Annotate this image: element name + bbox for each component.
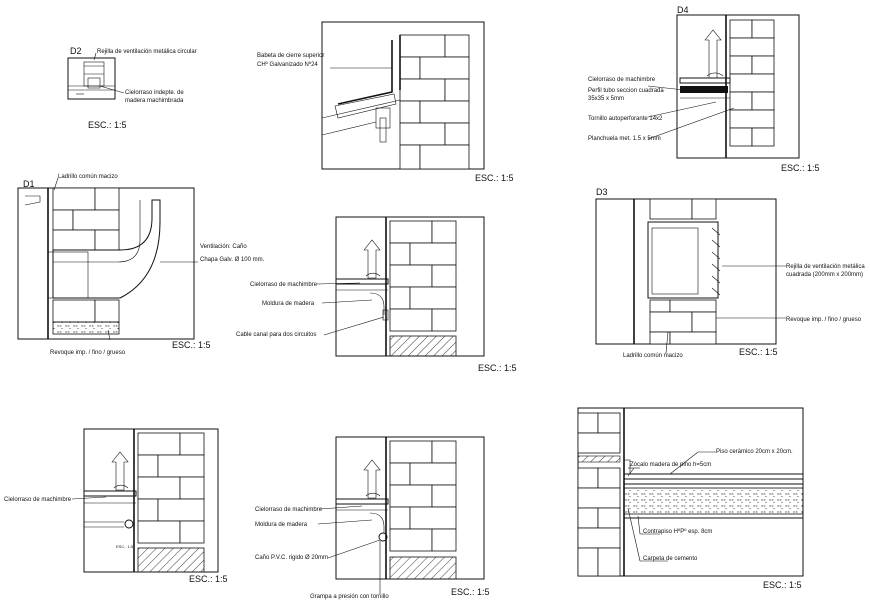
scale-label: ESC.: 1:5 [475, 173, 514, 183]
annotation: Revoque imp. / fino / grueso [50, 350, 126, 356]
annotation: Moldura de madera [262, 301, 315, 307]
detail-middle-center: Cielorraso de machimbre Moldura de mader… [236, 216, 517, 373]
brick-wall [577, 412, 621, 577]
scale-label: ESC.: 1:5 [763, 580, 802, 590]
brick-wall [389, 220, 457, 332]
brick-wall [52, 187, 120, 323]
annotation: Piso cerámico 20cm x 20cm. [716, 449, 793, 455]
annotation: Ladrillo común macizo [623, 353, 683, 359]
annotation: Babeta de cierre superior [257, 53, 324, 59]
annotation: cuadrada (200mm x 200mm) [786, 272, 863, 278]
annotation: Chapa Galv. Ø 100 mm. [200, 257, 265, 263]
annotation: Rejilla de ventilación metálica circular [97, 49, 197, 55]
brick-wall [389, 440, 457, 552]
annotation: Zócalo madera de pino h=5cm [630, 462, 711, 468]
detail-d2: D2 Rejilla de ventilación metálica circu… [67, 46, 197, 130]
annotation: 35x35 x 5mm [588, 96, 624, 102]
detail-top-center: Babeta de cierre superior CHº Galvanizad… [257, 21, 514, 183]
annotation: Grampa a presión con tornillo [310, 594, 389, 600]
scale-label: ESC.: 1:5 [478, 363, 517, 373]
detail-bottom-right: Piso cerámico 20cm x 20cm. Zócalo madera… [577, 407, 804, 590]
annotation: Ventilación: Caño [200, 244, 247, 250]
detail-id: D2 [70, 46, 82, 56]
annotation: Caño P.V.C. rigido Ø 20mm [255, 555, 328, 561]
brick-wall [399, 34, 470, 170]
detail-d1: D1 Ladrillo común macizo Ventilación: Ca… [17, 174, 265, 356]
annotation: Revoque imp. / fino / grueso [786, 317, 862, 323]
detail-bottom-left: Cielorraso de machimbre ESC.: 1:5 ESC.: … [4, 428, 228, 584]
brick-wall [649, 198, 717, 345]
annotation: Moldura de madera [255, 522, 308, 528]
scale-label: ESC.: 1:5 [739, 347, 778, 357]
annotation: CHº Galvanizado Nº24 [257, 61, 318, 68]
detail-bottom-center: Cielorraso de machimbre Moldura de mader… [255, 436, 490, 600]
annotation: madera machimbrada [125, 98, 184, 104]
annotation: Cielorraso indepte. de [125, 90, 184, 96]
brick-wall [729, 19, 775, 147]
annotation: Carpeta de cemento [643, 556, 698, 562]
scale-label: ESC.: 1:5 [172, 340, 211, 350]
scale-label: ESC.: 1:5 [189, 574, 228, 584]
annotation: Planchuela met. 1.5 x 5mm [588, 136, 661, 142]
annotation: Cielorraso de machimbre [4, 497, 72, 503]
annotation: Tornillo autoperforante 14x2 [588, 116, 663, 122]
annotation: Cielorraso de machimbre [588, 77, 656, 83]
scale-label: ESC.: 1:5 [781, 163, 820, 173]
annotation: Cable canal para dos circuitos [236, 332, 316, 338]
detail-id: D4 [677, 5, 689, 15]
annotation: Ladrillo común macizo [58, 174, 118, 180]
detail-d4: D4 Cielorraso de machimbre Perfil tubo s… [588, 5, 820, 173]
annotation: ESC.: 1:5 [116, 544, 134, 549]
annotation: Cielorraso de machimbre [250, 282, 318, 288]
annotation: Cielorraso de machimbre [255, 507, 323, 513]
annotation: Contrapiso HºPº esp. 8cm [643, 528, 712, 535]
detail-d3: D3 Rejilla de ventilación metálica cuad [595, 187, 865, 359]
louver-grille [711, 227, 721, 296]
detail-id: D1 [23, 179, 35, 189]
annotation: Perfil tubo seccion cuadrada [588, 88, 664, 94]
scale-label: ESC.: 1:5 [88, 120, 127, 130]
detail-id: D3 [596, 187, 608, 197]
scale-label: ESC.: 1:5 [451, 587, 490, 597]
annotation: Rejilla de ventilación metálica [786, 264, 865, 270]
brick-wall [137, 432, 205, 544]
